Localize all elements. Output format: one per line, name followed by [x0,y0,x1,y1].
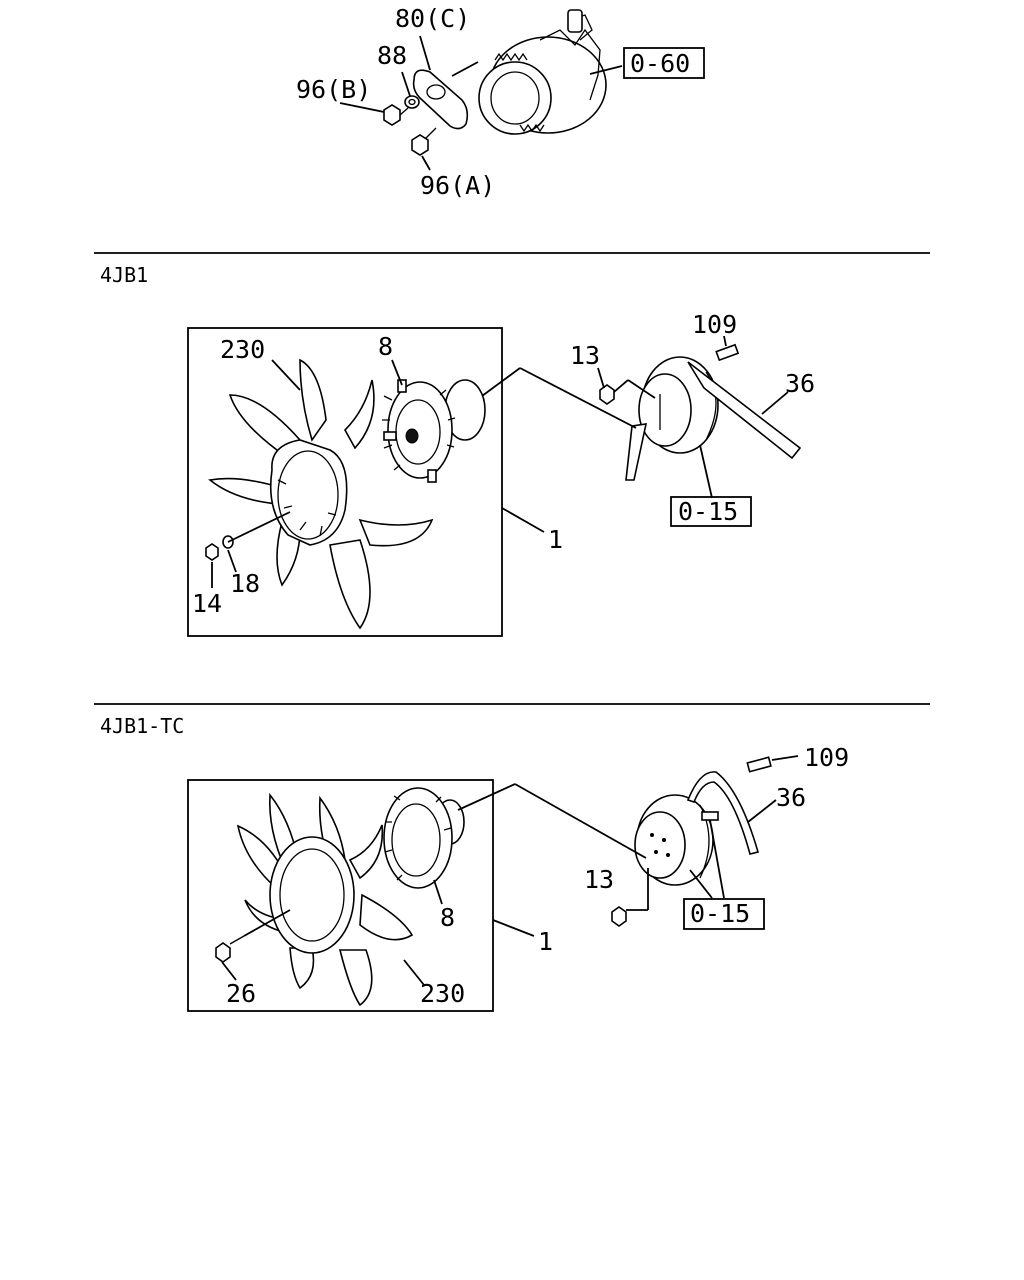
label-109-bot: 109 [804,743,849,772]
label-26: 26 [226,979,256,1008]
label-96b: 96(B) [296,75,371,104]
label-8-bot: 8 [440,903,455,932]
label-18: 18 [230,569,260,598]
mid-leaders [211,335,789,588]
fan-blades-230-tc [236,792,414,1007]
fan-blades-230 [208,358,434,630]
bolt-26 [215,935,245,963]
pulley-bottom [611,756,772,927]
section-label-4jb1: 4JB1 [100,263,148,287]
bottom-leaders [221,755,799,986]
label-13-bot: 13 [584,865,614,894]
label-80c: 80(C) [395,4,470,33]
label-109-mid: 109 [692,310,737,339]
label-1-mid: 1 [548,525,563,554]
label-88: 88 [377,41,407,70]
top-leaders [339,35,705,171]
label-8-mid: 8 [378,332,393,361]
fan-assembly-frame [187,327,503,637]
label-1-bot: 1 [538,927,553,956]
ref-0-60: 0-60 [630,49,690,78]
label-36-mid: 36 [785,369,815,398]
label-230-bot: 230 [420,979,465,1008]
nut-washer-14-18 [205,535,234,561]
label-14: 14 [192,589,222,618]
label-36-bot: 36 [776,783,806,812]
section-label-4jb1-tc: 4JB1-TC [100,714,184,738]
alternator-assembly [383,9,607,156]
fan-clutch-8 [382,379,486,483]
fan-assembly-frame [187,779,494,1012]
pulley-mid [599,343,802,481]
fan-clutch-8-tc [383,787,465,889]
label-13-mid: 13 [570,341,600,370]
label-96a: 96(A) [420,171,495,200]
ref-0-15-bot: 0-15 [690,899,750,928]
label-230-mid: 230 [220,335,265,364]
ref-0-15-mid: 0-15 [678,497,738,526]
